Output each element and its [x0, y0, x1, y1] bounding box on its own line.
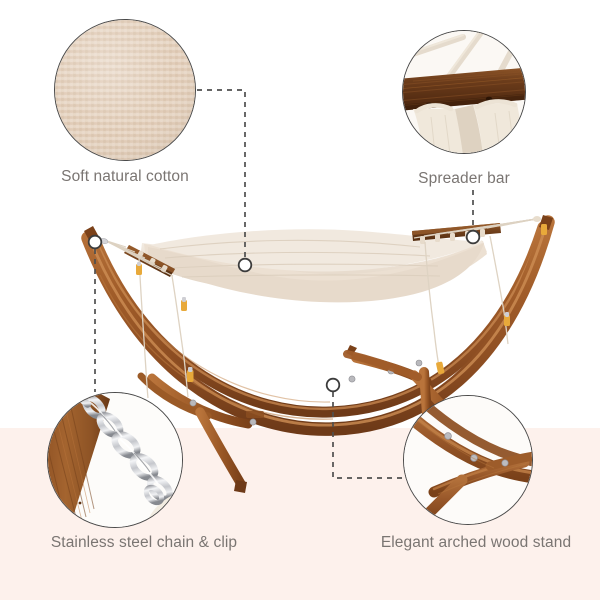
marker-chain-clip [87, 234, 103, 250]
detail-circle-chain-clip [47, 392, 183, 528]
woven-cotton-texture [55, 20, 195, 160]
detail-circle-spreader-bar [402, 30, 526, 154]
label-chain-clip: Stainless steel chain & clip [50, 534, 238, 551]
detail-circle-wood-stand [403, 395, 533, 525]
connector-wood-stand [332, 392, 406, 479]
marker-cotton [237, 257, 253, 273]
stainless-chain-closeup [48, 393, 182, 527]
connector-cotton [197, 89, 246, 258]
label-cotton: Soft natural cotton [61, 168, 189, 185]
marker-wood-stand [325, 377, 341, 393]
detail-circle-cotton [54, 19, 196, 161]
label-wood-stand: Elegant arched wood stand [380, 534, 572, 551]
arched-wood-stand-closeup [404, 396, 532, 524]
label-spreader-bar: Spreader bar [418, 170, 510, 187]
marker-spreader-bar [465, 229, 481, 245]
spreader-bar-closeup [403, 31, 525, 153]
